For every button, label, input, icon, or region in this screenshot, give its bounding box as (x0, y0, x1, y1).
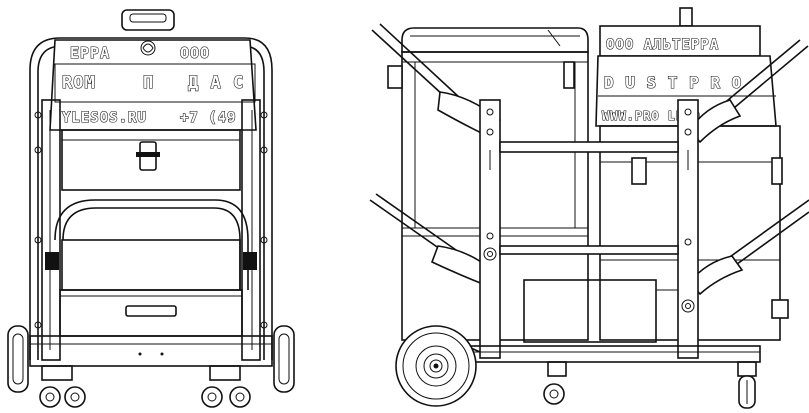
front-label-line2: ROM (62, 73, 96, 93)
push-handle-lower-left (369, 193, 493, 288)
front-label-line2-mid: П (143, 73, 154, 93)
front-view-vacuum: ЕРРА ООО ROM П Д А С YLESOS.RU +7 (49 (7, 9, 295, 408)
front-label-line3: YLESOS.RU (62, 110, 147, 126)
front-label-line1: ЕРРА (70, 44, 110, 62)
side-view-vacuum: ООО АЛЬТЕРРА D U S T P R O WWW.PRO LESO (369, 7, 809, 409)
logo-swirl-icon (140, 40, 156, 56)
push-handle-upper-right (689, 39, 809, 144)
front-caster-left (39, 365, 86, 408)
side-label-line2: D U S T P R O (604, 73, 742, 92)
front-caster-right (201, 365, 251, 408)
push-handle-lower-right (688, 199, 809, 296)
front-label-line3-right: +7 (49 (180, 110, 237, 126)
side-big-wheel (395, 325, 477, 407)
front-label-line1-right: ООО (180, 44, 210, 62)
side-label-line1: ООО АЛЬТЕРРА (606, 37, 719, 53)
side-label-line3: WWW.PRO LESO (602, 109, 701, 123)
side-caster-right (737, 361, 757, 409)
side-caster-left (543, 361, 567, 405)
front-label-line2-right: Д А С (188, 73, 244, 93)
